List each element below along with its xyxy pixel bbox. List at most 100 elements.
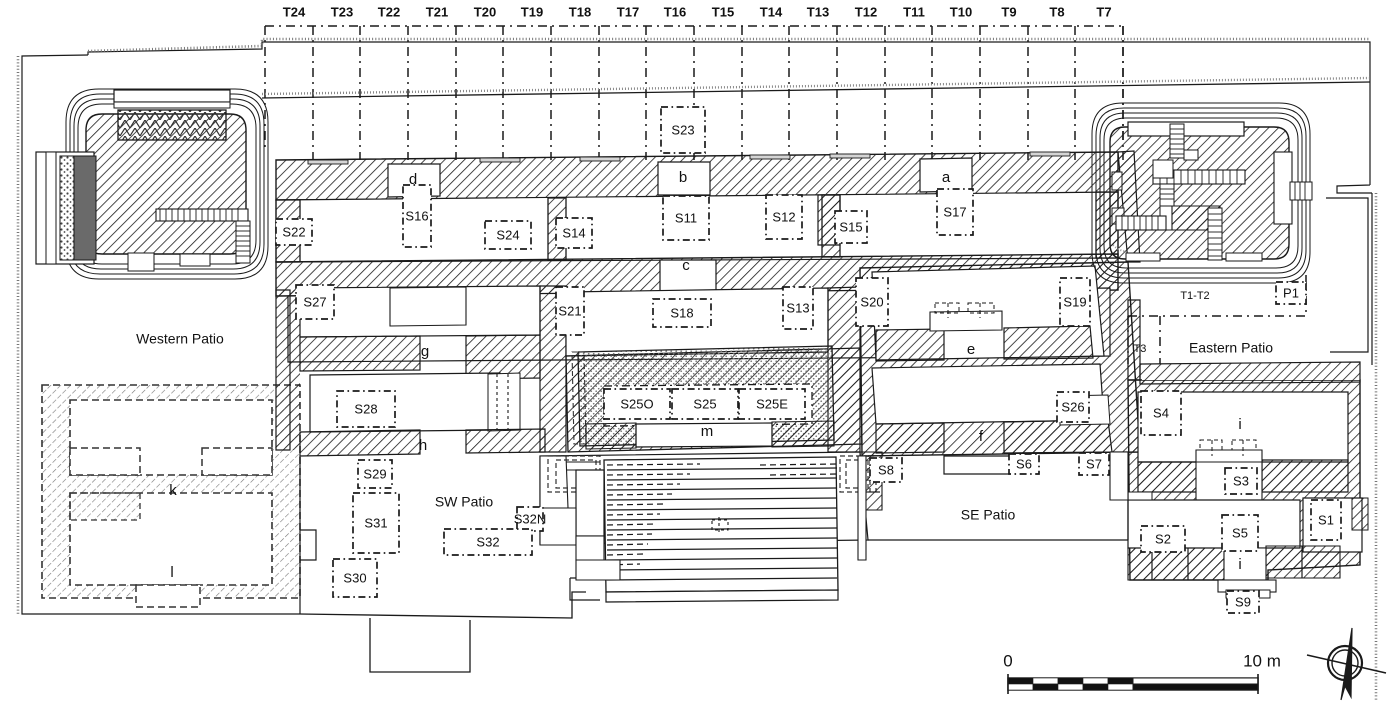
sondage-box [1275,281,1307,305]
trench-label: T13 [807,4,829,19]
sondage-s7: S7 [1078,452,1110,476]
sondage-s20: S20 [855,277,889,327]
trench-label: T10 [950,4,972,19]
sondage-label: S23 [671,122,694,137]
scale-bar [1007,674,1259,694]
sondage-label: S1 [1318,512,1334,527]
scale-seg [1007,683,1034,691]
sondage-s9: S9 [1226,590,1260,614]
site-boundary [21,41,1373,615]
sondage-box [357,459,393,489]
room-label-i: i [1238,416,1241,433]
sondage-label: S26 [1061,399,1084,414]
sondage-box [555,286,585,336]
sondage-s22: S22 [275,218,313,246]
scale-zero-label: 0 [1003,651,1012,670]
sondage-box [660,106,706,154]
sondage-s28: S28 [336,390,396,428]
sondage-box [336,390,396,428]
sondage-s1: S1 [1310,499,1342,541]
sondage-s32n: S32N [514,506,547,532]
trench-label: T16 [664,4,686,19]
sw-patio-walls [539,469,621,581]
western-structure [35,88,269,280]
sondage-label: S3 [1233,473,1249,488]
sondage-box [295,284,335,320]
sondage-label: S14 [562,225,585,240]
sondage-label: S25O [620,396,653,411]
sondage-box [1140,390,1182,436]
sondage-s32: S32 [443,528,533,556]
sondage-p1: P1 [1275,281,1307,305]
sondage-box [1056,391,1090,423]
sondage-box [1310,499,1342,541]
sondage-s26: S26 [1056,391,1090,423]
sondage-s3: S3 [1224,467,1258,495]
trench-label: T7 [1096,4,1111,19]
room-label-c: c [682,257,690,274]
sondage-box [1078,452,1110,476]
sondage-box [555,217,593,249]
sondage-box [765,194,803,240]
sondage-box [484,220,532,250]
sondage-box [275,218,313,246]
room-label-f: f [979,428,984,445]
sondage-box [603,388,671,420]
boundary-stipple [16,37,1378,700]
sondage-s23: S23 [660,106,706,154]
sondage-s2: S2 [1140,525,1186,553]
sondage-box [652,298,712,328]
sondage-s13: S13 [782,286,814,330]
room-label-e: e [967,341,975,358]
sondage-label: S32N [514,511,547,526]
sondage-label: S30 [343,570,366,585]
room-l-annex [135,584,201,608]
upper-terrace-edge [261,76,1371,99]
area-label: SE Patio [961,507,1016,523]
bottom-boundary [299,591,586,673]
sondage-label: S5 [1232,525,1248,540]
west-north-band [113,89,231,103]
sondage-box [443,528,533,556]
room-label-a: a [942,169,951,186]
sondage-box [1140,525,1186,553]
scale-seg [1007,677,1034,685]
eastern-patio-edge [1326,197,1369,353]
sondage-box [1224,467,1258,495]
sondage-label: S8 [878,462,894,477]
sondage-s6: S6 [1008,453,1040,475]
eastern-structure [1091,102,1313,284]
sondage-s4: S4 [1140,390,1182,436]
sondage-s27: S27 [295,284,335,320]
west-chevron-panel [117,109,227,141]
trench-label: T20 [474,4,496,19]
trench-grid-top-edge [265,25,1124,142]
sondage-s19: S19 [1059,277,1091,327]
scale-seg-long [1132,677,1259,685]
sondage-label: S25E [756,396,788,411]
sondage-box [352,492,400,554]
scale-seg [1032,683,1059,691]
sondage-s31: S31 [352,492,400,554]
sondage-s16: S16 [402,184,432,248]
trench-label: T14 [760,4,783,19]
trench-label: T11 [903,4,925,19]
sondage-s29: S29 [357,459,393,489]
sondage-label: P1 [1283,285,1299,300]
room-label-b: b [679,169,687,186]
trench-label: T23 [331,4,353,19]
sondage-box [662,195,710,241]
sondage-label: S28 [354,401,377,416]
sondage-s21: S21 [555,286,585,336]
room-label-h: h [419,437,427,454]
sondage-s11: S11 [662,195,710,241]
sondage-label: S31 [364,515,387,530]
sondage-label: S17 [943,204,966,219]
sondage-s15: S15 [834,210,868,244]
sondage-label: S9 [1235,594,1251,609]
trench-label: T19 [521,4,543,19]
